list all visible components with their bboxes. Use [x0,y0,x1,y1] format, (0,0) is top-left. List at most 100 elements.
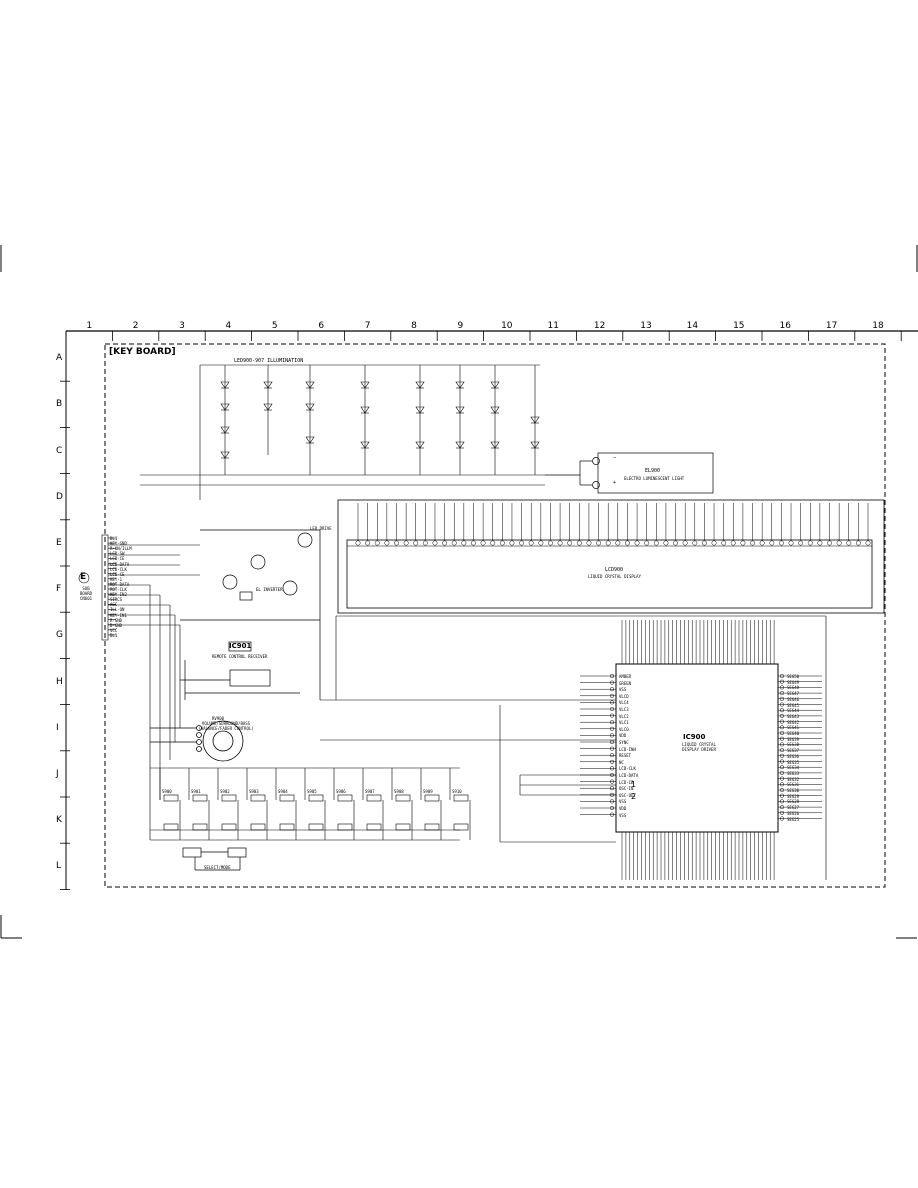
switch-ref: S904 [278,789,288,794]
ic900-right-pad [779,696,785,701]
ic900-right-pin-label: SEG49 [787,679,800,685]
switch-body [163,794,179,802]
ic900-right-pin-label: SEG46 [787,696,800,702]
select-knob-label: SELECT/MODE [204,865,231,870]
ic900-right-pin-label: SEG45 [787,702,800,708]
ic900-left-pad [609,673,615,679]
connector-pin-label: DL1 [110,536,118,541]
switch-body [163,823,179,831]
lcd-pin-pad [480,540,486,546]
switch-body [424,823,440,831]
connector-pin-label: R-GND [110,617,123,623]
lcd-pin-pad [740,540,746,546]
ic901-name: REMOTE CONTROL RECEIVER [212,654,268,659]
column-number: 9 [457,321,464,331]
el-minus-sign: − [613,455,617,461]
ic900-right-pad [779,805,785,810]
board-outline [104,343,886,888]
ic900-right-pin-label: SEG48 [787,685,800,691]
el-inverter-label: EL INVERTER [256,587,283,592]
ic900-left-pad [609,746,615,751]
ic901-block [180,641,300,700]
lcd-display [337,499,885,614]
ic900-left-pad [609,759,615,764]
column-number: 7 [364,321,371,331]
row-letter: A [56,353,63,364]
column-number: 8 [411,321,417,331]
led-symbol [220,381,230,389]
ic900-left-pin-label: OSC-OUT [619,792,636,798]
ic900-right-pad [779,725,785,730]
ic900-right-pad [779,736,785,741]
led-symbol [455,441,465,449]
column-number: 13 [640,321,652,331]
crop-marks [0,245,918,939]
ic900-right-pad [779,782,785,787]
lcd-pin-pad [471,540,476,546]
column-number: 10 [501,321,513,331]
connector-pin-label: ACC [110,602,118,608]
ic900-left-pad [609,687,615,692]
lcd-pin-pad [788,540,794,546]
connector-pin-label: ROT-DATA [110,581,130,587]
connector-pin-label: LCD-CE [110,571,125,577]
ic900-right-pad [779,770,785,775]
ic900-right-pad [779,753,785,758]
ic900-right-pad [779,691,785,696]
ic900-right-pad [779,719,785,724]
ic900-name: LIQUID CRYSTAL DISPLAY DRIVER [682,742,716,752]
select-knob [182,847,247,871]
lcd-pin-pad [692,540,698,546]
lcd-pin-pad [807,540,813,546]
led-symbol [263,403,273,411]
row-letter: G [56,630,63,641]
connector-pin-label: LCD-DATA [110,561,130,567]
ic900-left-pad [609,812,615,817]
ic900-left-pad [609,713,615,718]
ic900-right-pin-label: SEG32 [787,776,800,782]
illumination-leds [140,364,545,500]
ic900-left-pad [609,733,615,738]
ic900-right-pad [779,702,785,707]
row-letter: C [56,445,63,456]
ic900-right-pad [779,685,785,690]
connector-pin-label: ROT-CLK [110,587,127,592]
el-lamp-name: ELECTRO LUMINESCENT LIGHT [624,476,685,481]
led-symbol [263,381,273,389]
ic900-left-pad [609,700,615,705]
ic900-right-pad [779,793,785,798]
column-number: 5 [271,321,278,331]
connector-pin-label: DL1 [110,632,118,638]
lcd-name: LIQUID CRYSTAL DISPLAY [588,574,641,579]
switch-body [337,794,353,802]
column-number: 15 [733,321,745,331]
lcd-pin-pad [576,540,582,546]
lcd-pin-pad [750,540,755,546]
lcd-ref: LCD900 [605,567,624,573]
lcd-pin-pad [394,540,399,546]
ic900-right-pad [779,708,785,713]
switch-body [192,823,208,831]
ic900-left-pin-label: NC [619,759,624,765]
connector-pin-label: VCC [110,627,118,633]
row-letter: H [56,676,63,687]
row-letter: E [56,537,62,548]
ic900-left-pin-label: VDD [619,733,627,739]
led-symbol [490,406,500,414]
lcd-pin-pad [846,540,852,546]
lcd-pin-pad [663,540,669,546]
switch-ref: S907 [365,789,375,794]
column-number: 18 [872,321,884,331]
led-symbol [220,403,230,411]
ic900-right-pad [779,759,785,764]
ic900-left-pad [609,753,615,758]
ic900-left-pad [609,693,615,698]
ic900-right-pin-label: SEG30 [787,788,800,793]
lcd-pin-pad [817,540,823,546]
switch-ref: S908 [394,789,404,794]
connector-pin-label: LCD-SW [110,551,125,557]
lcd-pin-pad [548,540,553,546]
ic900-right-pad [779,742,785,747]
ic900-left-pin-label: LCD-CLK [619,766,636,772]
